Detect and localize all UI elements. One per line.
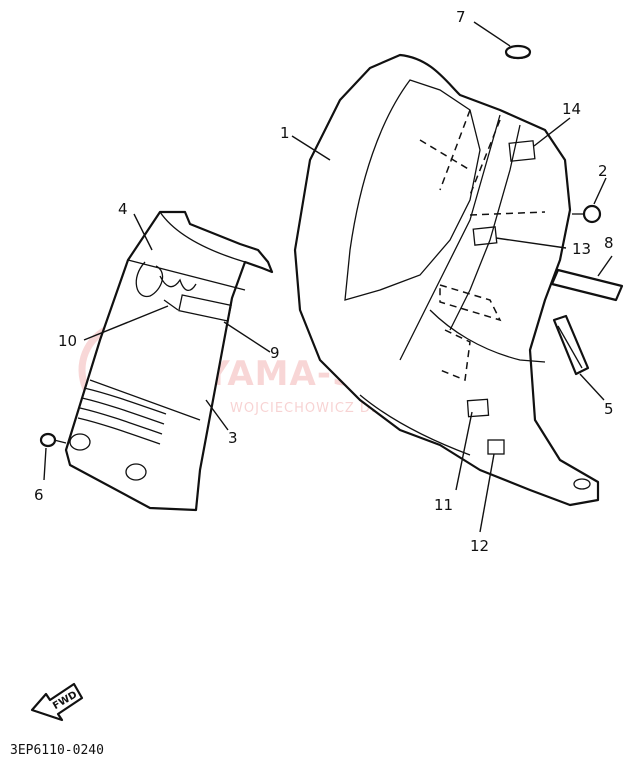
- callout-4: 4: [118, 200, 128, 218]
- callout-10: 10: [58, 332, 77, 350]
- callout-14: 14: [562, 100, 581, 118]
- callout-numbers: 1 2 3 4 5 6 7 8 9 10 11 12 13 14: [34, 8, 614, 555]
- part-leg-shield: [293, 53, 600, 507]
- callout-5: 5: [604, 400, 614, 418]
- diagram-code: 3EP6110-0240: [10, 743, 104, 758]
- part-screw-6: [39, 432, 67, 448]
- callout-3: 3: [228, 429, 238, 447]
- callout-2: 2: [598, 162, 608, 180]
- callout-6: 6: [34, 486, 44, 504]
- callout-9: 9: [270, 344, 280, 362]
- part-reflector-5: [552, 314, 590, 376]
- fwd-arrow-icon: FWD: [30, 682, 84, 722]
- callout-11: 11: [434, 496, 453, 514]
- callout-7: 7: [456, 8, 466, 26]
- part-cap-7: [504, 44, 532, 60]
- callout-1: 1: [280, 124, 290, 142]
- part-screw-2: [572, 204, 602, 224]
- leader-lines: [43, 21, 613, 533]
- callout-12: 12: [470, 537, 489, 555]
- part-strip-8: [550, 268, 624, 302]
- callout-8: 8: [604, 234, 614, 252]
- part-front-panel: [64, 210, 274, 512]
- callout-13: 13: [572, 240, 591, 258]
